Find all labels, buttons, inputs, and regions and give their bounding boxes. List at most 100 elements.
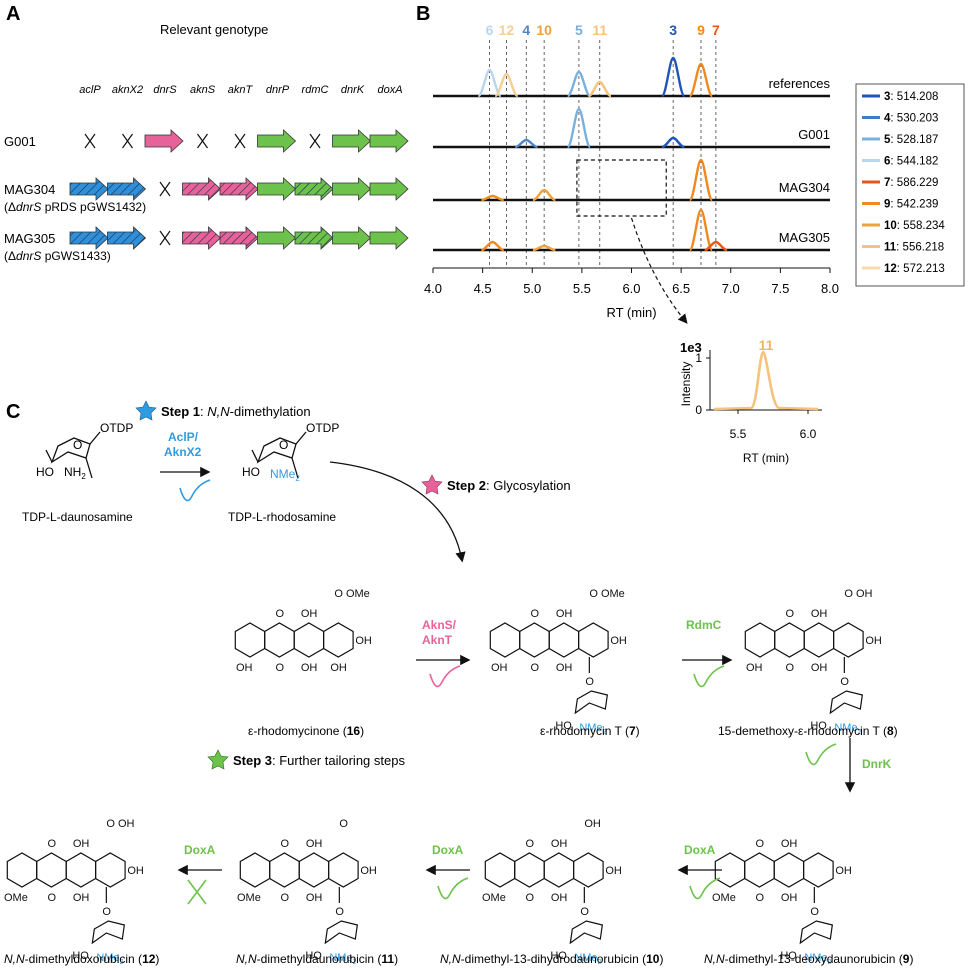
oh-bottom: OH (556, 662, 573, 674)
oh-top: OH (551, 838, 568, 850)
step1-title: Step 1: N,N-dimethylation (161, 404, 311, 419)
sugar-nme2: NMe2 (804, 952, 831, 966)
sugar-transfer-arrow (329, 461, 466, 563)
quinone-o-top: O (530, 608, 539, 620)
x-tick-label: 4.5 (474, 281, 492, 296)
c9-oh: OH (127, 865, 144, 877)
x-tick-label: 7.0 (722, 281, 740, 296)
enzyme-doxa-2: DoxA (432, 843, 464, 857)
x-axis-title: RT (min) (606, 305, 656, 320)
gene-arrow-green (332, 177, 372, 201)
trace-peak (566, 107, 592, 149)
c9-oh: OH (610, 635, 627, 647)
strain-name-MAG305: MAG305 (4, 231, 55, 246)
oh-bottom: OH (781, 892, 798, 904)
sugar-ho: HO (555, 720, 572, 732)
enzyme-rdmc: RdmC (686, 618, 722, 632)
rhodosamine-label: TDP-L-rhodosamine (228, 510, 336, 524)
quinone-o-bottom: O (275, 662, 284, 674)
oh-bottom: OH (73, 892, 90, 904)
daunosamine-structure (45, 431, 101, 479)
daunosamine-nh2: NH2 (64, 465, 86, 481)
tetracycle-7 (489, 622, 609, 658)
gene-arrow-green (369, 177, 409, 201)
quinone-o-top: O (275, 608, 284, 620)
oh-bottom: OH (301, 662, 318, 674)
x-tick-label: 5.0 (523, 281, 541, 296)
inset-y-title: Intensity (679, 362, 693, 407)
glycoside-o: O (810, 906, 819, 918)
gene-hatch-pink (182, 227, 221, 249)
ome-label: OMe (482, 892, 506, 904)
absent-gene-x-icon (159, 230, 171, 246)
trace-peak (494, 72, 519, 98)
gene-hatch-blue (70, 227, 108, 249)
strain-name-G001: G001 (4, 134, 36, 149)
x-tick-label: 8.0 (821, 281, 839, 296)
sugar-ho: HO (305, 950, 322, 962)
enzyme-aknt: AknT (422, 633, 453, 647)
pink-check-icon (429, 665, 461, 688)
oh-top: OH (301, 608, 318, 620)
quinone-o-bottom: O (47, 892, 56, 904)
legend-entry-5: 5: 528.187 (884, 134, 938, 146)
trace-label-MAG304: MAG304 (779, 180, 830, 195)
tetracycle-16 (234, 622, 354, 658)
trace-label-references: references (769, 76, 831, 91)
c9-oh: OH (835, 865, 852, 877)
strain-genotype-MAG305: (ΔdnrS pGWS1433) (4, 249, 111, 263)
absent-gene-x-icon (159, 181, 171, 197)
quinone-o-bottom: O (755, 892, 764, 904)
daunosamine-otdp: OTDP (100, 421, 133, 435)
trace-peak (532, 188, 556, 202)
genotype-title: Relevant genotype (160, 22, 268, 37)
gene-hatch-pink (220, 178, 258, 200)
gene-label-aknX2: aknX2 (112, 84, 143, 96)
enzyme-dnrk: DnrK (862, 757, 892, 771)
strain-name-MAG304: MAG304 (4, 182, 55, 197)
c11-label: N,N-dimethyldaunorubicin (11) (236, 952, 398, 966)
trace-peak (704, 240, 728, 252)
daunosamine-o: O (73, 438, 82, 452)
gene-label-rdmC: rdmC (302, 84, 329, 96)
zoom-arrow (630, 217, 688, 324)
glycoside-o: O (585, 676, 594, 688)
rhodosamine-structure (251, 431, 307, 479)
ome-label: OMe (4, 892, 28, 904)
c12-label: N,N-dimethyldoxorubicin (12) (4, 952, 159, 966)
trace-peak (688, 208, 714, 252)
green-cross-icon (187, 879, 207, 905)
trace-peak (481, 240, 505, 252)
sugar-ring (569, 920, 604, 945)
legend-entry-6: 6: 544.182 (884, 156, 938, 168)
quinone-o-top: O (47, 838, 56, 850)
rt-marker-label-4: 4 (522, 22, 530, 38)
rt-marker-label-6: 6 (486, 22, 494, 38)
trace-label-G001: G001 (798, 127, 830, 142)
sugar-ring (91, 920, 126, 945)
ring-a-oh: OH (236, 662, 253, 674)
enzyme-doxa-3: DoxA (184, 843, 216, 857)
gene-hatch-pink (182, 178, 221, 200)
rhodosamine-otdp: OTDP (306, 421, 339, 435)
gene-hatch-green (295, 178, 333, 200)
gene-arrow-green (257, 129, 297, 153)
inset-x-tick-label: 5.5 (730, 427, 747, 441)
c10-substituent: O OH (844, 588, 872, 600)
daunosamine-ho: HO (36, 465, 54, 479)
trace-peak (532, 244, 556, 252)
glycoside-o: O (335, 906, 344, 918)
gene-label-dnrP: dnrP (266, 84, 290, 96)
absent-gene-x-icon (309, 133, 321, 149)
oh-top: OH (781, 838, 798, 850)
x-tick-label: 6.5 (672, 281, 690, 296)
glycoside-o: O (840, 676, 849, 688)
rhodosamine-ho: HO (242, 465, 260, 479)
tetracycle-11 (239, 852, 359, 888)
step2-title: Step 2: Glycosylation (447, 478, 571, 493)
